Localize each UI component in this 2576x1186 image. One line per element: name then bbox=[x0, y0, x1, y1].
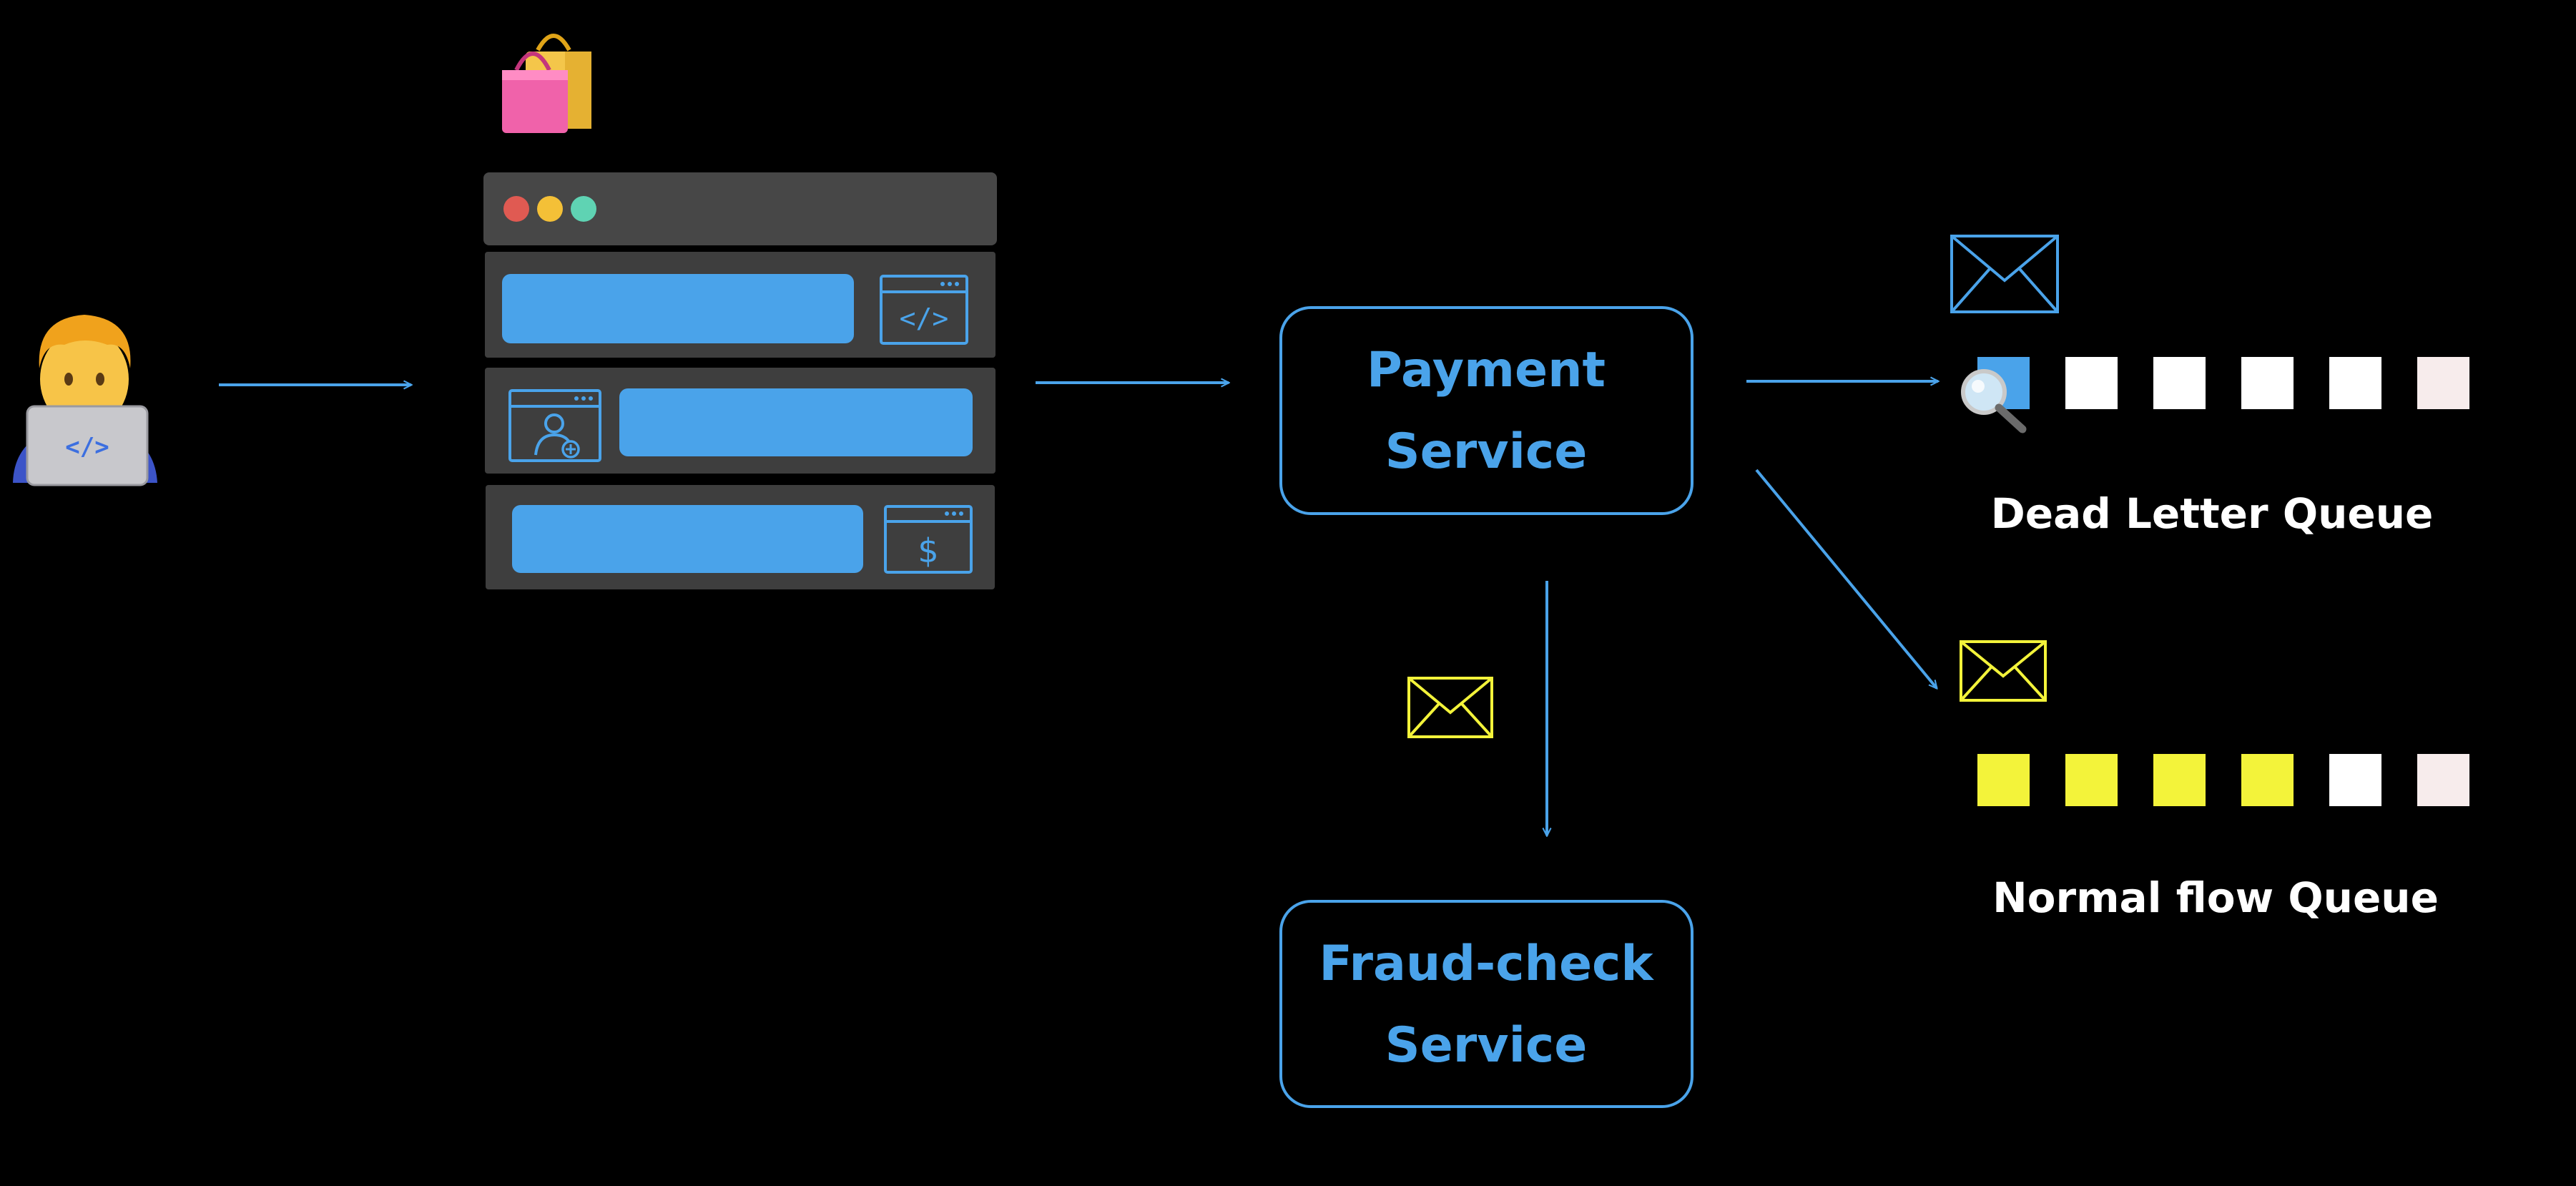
dead-letter-queue: Dead Letter Queue bbox=[1950, 235, 2469, 538]
dead-letter-queue-item-4 bbox=[2241, 357, 2294, 409]
normal-flow-queue-item-6 bbox=[2417, 754, 2469, 806]
dead-letter-queue-item-5 bbox=[2329, 357, 2381, 409]
dead-letter-queue-item-6 bbox=[2417, 357, 2469, 409]
payment-service-box[interactable]: Payment Service bbox=[1279, 306, 1693, 515]
user-window-icon bbox=[508, 389, 601, 462]
normal-flow-queue-label: Normal flow Queue bbox=[1992, 873, 2439, 922]
dollar-glyph: $ bbox=[918, 531, 938, 570]
dead-letter-queue-label: Dead Letter Queue bbox=[1991, 489, 2434, 538]
app-window-header bbox=[483, 172, 997, 245]
arrow-payment-to-normal-queue bbox=[1755, 469, 1937, 688]
app-row-code[interactable]: </> bbox=[485, 252, 996, 358]
dead-letter-queue-items bbox=[1977, 357, 2469, 409]
fraud-service-line2: Service bbox=[1385, 1017, 1588, 1074]
window-maximize-dot[interactable] bbox=[571, 196, 596, 222]
shopping-bags-icon bbox=[502, 34, 591, 133]
app-window: </> bbox=[483, 172, 997, 589]
normal-flow-queue-item-4 bbox=[2241, 754, 2294, 806]
app-row-payment[interactable]: $ bbox=[486, 485, 995, 589]
window-minimize-dot[interactable] bbox=[537, 196, 563, 222]
yellow-envelope-icon bbox=[1960, 640, 2047, 702]
dead-letter-queue-item-3 bbox=[2153, 357, 2206, 409]
yellow-envelope-icon bbox=[1407, 677, 1493, 738]
normal-flow-queue: Normal flow Queue bbox=[1960, 640, 2469, 922]
normal-flow-queue-items bbox=[1977, 754, 2469, 806]
dollar-window-icon: $ bbox=[884, 505, 973, 574]
magnifier-icon bbox=[1961, 369, 2027, 433]
normal-flow-queue-item-1 bbox=[1977, 754, 2030, 806]
code-window-icon: </> bbox=[880, 275, 968, 345]
blue-envelope-icon bbox=[1950, 235, 2059, 313]
normal-flow-queue-item-3 bbox=[2153, 754, 2206, 806]
laptop-code-glyph: </> bbox=[65, 433, 109, 461]
fraud-check-service-box[interactable]: Fraud-check Service bbox=[1279, 900, 1693, 1108]
normal-flow-queue-item-5 bbox=[2329, 754, 2381, 806]
normal-flow-queue-item-2 bbox=[2065, 754, 2118, 806]
fraud-service-line1: Fraud-check bbox=[1319, 936, 1654, 992]
dead-letter-queue-item-2 bbox=[2065, 357, 2118, 409]
app-row-user[interactable] bbox=[485, 368, 996, 474]
payment-service-line2: Service bbox=[1385, 423, 1588, 480]
code-glyph: </> bbox=[900, 303, 949, 334]
payment-service-line1: Payment bbox=[1367, 342, 1606, 398]
window-close-dot[interactable] bbox=[503, 196, 529, 222]
developer-with-laptop-icon: </> bbox=[13, 315, 157, 486]
